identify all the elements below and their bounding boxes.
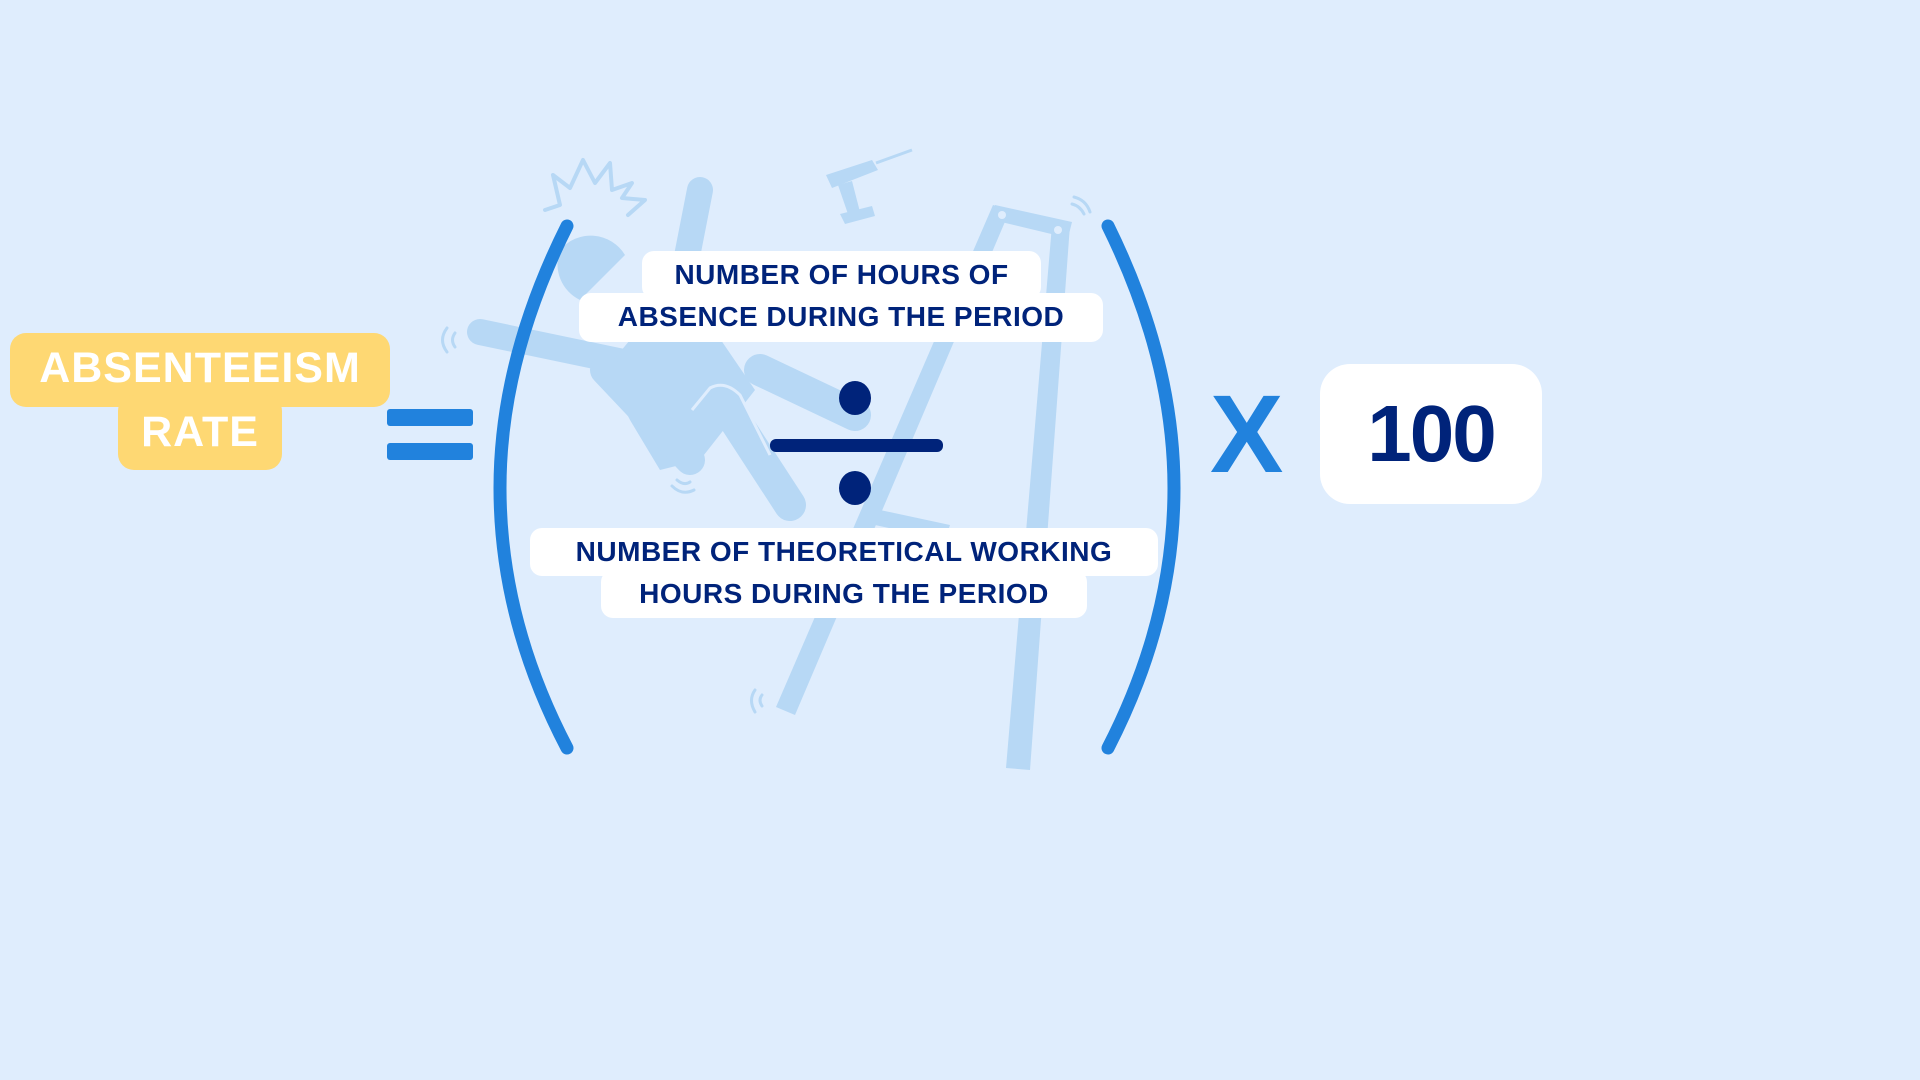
title-line-1: ABSENTEEISM <box>39 344 361 392</box>
title-pill-top <box>10 333 390 407</box>
multiplier-box: 100 <box>1320 364 1542 504</box>
denominator-line-1: NUMBER OF THEORETICAL WORKING <box>575 536 1113 567</box>
absenteeism-formula-infographic: ABSENTEEISM RATE NUMBER OF HOURS OF ABSE… <box>10 148 1542 770</box>
equals-bar-top <box>387 409 473 426</box>
multiplier-value: 100 <box>1367 389 1496 478</box>
denominator-pill-bottom <box>601 570 1087 618</box>
motion-lines-icon <box>441 195 1092 714</box>
left-parenthesis-icon <box>493 219 574 755</box>
right-parenthesis-icon <box>1101 219 1181 755</box>
multiply-sign: X <box>1210 373 1284 496</box>
denominator-line-2: HOURS DURING THE PERIOD <box>639 578 1049 609</box>
impact-burst-icon <box>543 158 647 217</box>
numerator-line-1: NUMBER OF HOURS OF <box>674 259 1009 290</box>
division-icon <box>770 381 943 505</box>
numerator-pill-bottom <box>579 293 1103 342</box>
title-line-2: RATE <box>141 408 259 456</box>
parentheses <box>493 219 1181 755</box>
numerator-line-2: ABSENCE DURING THE PERIOD <box>617 301 1065 332</box>
equals-bar-bottom <box>387 443 473 460</box>
title-pill-bottom <box>118 395 282 470</box>
numerator-pill-top <box>642 251 1041 299</box>
drill-icon <box>826 148 913 224</box>
denominator-pill-top <box>530 528 1158 576</box>
